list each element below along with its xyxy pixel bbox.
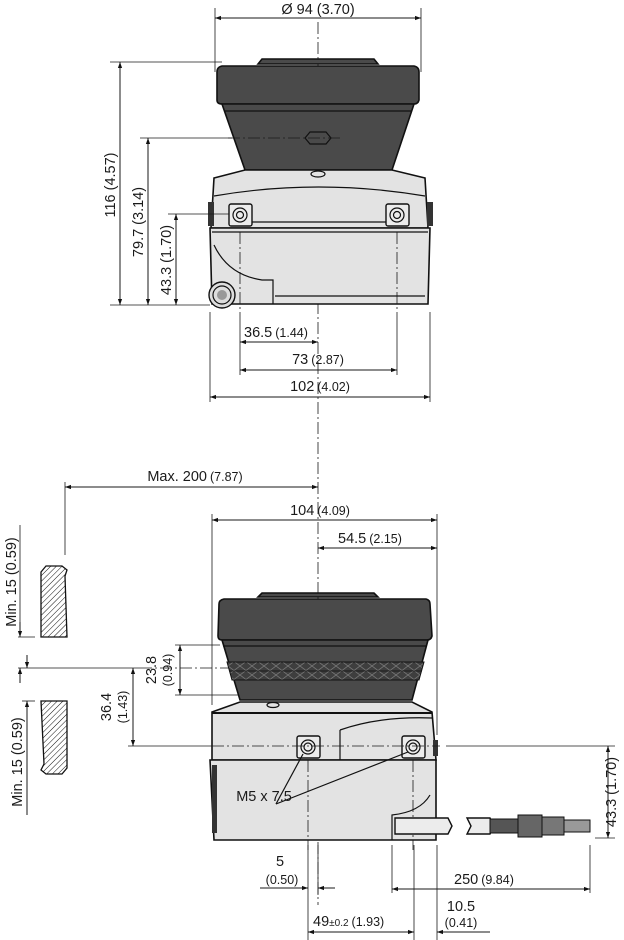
- dim-min-clear-bottom: Min. 15 (0.59): [10, 717, 26, 806]
- dim-5: 5: [276, 854, 284, 870]
- dim-height-optics: 79.7 (3.14): [131, 187, 147, 257]
- mounting-screw-icon: [232, 207, 248, 223]
- dim-scan-plane: 36.4: [99, 693, 115, 721]
- top-view: Ø 94 (3.70) 116 (4.57) 79.7 (3.14) 43.3 …: [103, 2, 433, 402]
- dim-scan-plane-in: (1.43): [116, 691, 130, 724]
- dim-width-total-top: 102(4.02): [290, 379, 350, 395]
- dim-mount-height-side: 43.3 (1.70): [604, 757, 620, 827]
- wall-upper: [40, 565, 68, 638]
- device-top-view: [208, 58, 433, 312]
- mounting-screw-icon: [389, 207, 405, 223]
- cable-outlet: [394, 817, 453, 835]
- thread-hole-icon: [405, 739, 421, 755]
- dim-width-total-side: 104(4.09): [290, 503, 350, 519]
- dim-width-offset: 54.5(2.15): [338, 531, 402, 547]
- optics-cap: [216, 65, 420, 105]
- dim-min-clear-top: Min. 15 (0.59): [4, 537, 20, 626]
- dim-cable-length: 250(9.84): [454, 872, 514, 888]
- dim-holes: 73(2.87): [292, 352, 344, 368]
- dim-49: 49±0.2(1.93): [313, 914, 384, 930]
- dim-5-in: (0.50): [266, 873, 299, 887]
- dim-scan-window: 23.8: [144, 656, 160, 684]
- device-side-view: M5 x 7.5: [209, 592, 453, 850]
- dim-height-mount: 43.3 (1.70): [159, 225, 175, 295]
- side-view: Max. 200(7.87) 104(4.09) 54.5(2.15) Min.…: [4, 469, 620, 940]
- cable-connector: [465, 814, 591, 838]
- dim-height-total: 116 (4.57): [103, 152, 119, 217]
- dim-10-5-in: (0.41): [445, 916, 478, 930]
- housing-lower: [209, 227, 431, 305]
- dim-half-holes: 36.5(1.44): [244, 325, 308, 341]
- thread-label: M5 x 7.5: [236, 789, 292, 805]
- optics-cap: [217, 598, 433, 641]
- optics-cover: [220, 103, 416, 171]
- dim-max-distance: Max. 200(7.87): [147, 469, 242, 485]
- dim-10-5: 10.5: [447, 899, 475, 915]
- dim-diameter: Ø 94 (3.70): [281, 2, 354, 18]
- dim-scan-window-in: (0.94): [161, 654, 175, 687]
- wall-lower: [40, 700, 68, 775]
- thread-hole-icon: [300, 739, 316, 755]
